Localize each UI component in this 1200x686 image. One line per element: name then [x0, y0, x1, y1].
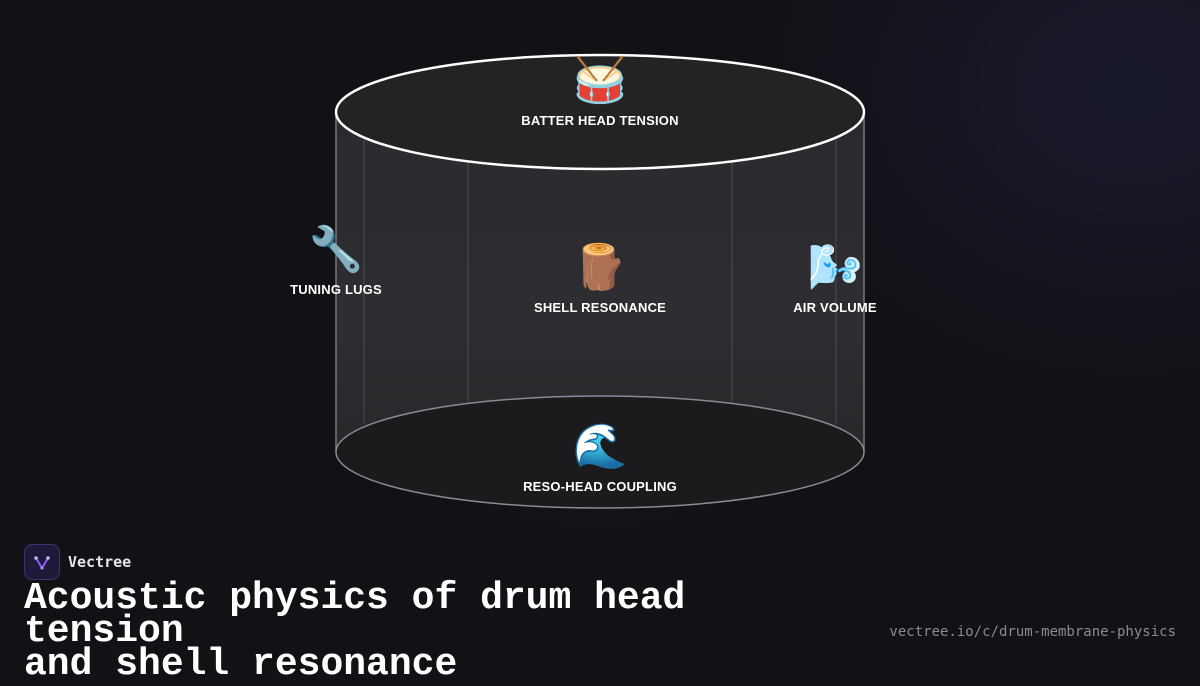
node-label: BATTER HEAD TENSION	[521, 113, 679, 128]
node-label: AIR VOLUME	[793, 300, 877, 315]
reso-head-ellipse	[335, 395, 865, 509]
node-label: TUNING LUGS	[290, 282, 382, 297]
title-line-2: and shell resonance	[24, 643, 458, 686]
node-label: RESO-HEAD COUPLING	[523, 479, 677, 494]
drum-icon: 🥁	[572, 56, 628, 105]
node-air-volume: 🌬️ AIR VOLUME	[725, 242, 945, 315]
wave-icon: 🌊	[572, 422, 628, 471]
title-line-1: Acoustic physics of drum head tension	[24, 577, 686, 653]
node-tuning-lugs: 🔧 TUNING LUGS	[226, 224, 446, 297]
brand: Vectree	[24, 544, 131, 580]
wood-log-icon: 🪵	[572, 243, 628, 292]
vectree-logo-icon	[24, 544, 60, 580]
node-batter-head-tension: 🥁 BATTER HEAD TENSION	[490, 55, 710, 128]
wind-icon: 🌬️	[807, 243, 863, 292]
batter-head-ellipse	[334, 53, 866, 171]
wrench-icon: 🔧	[308, 225, 364, 274]
node-label: SHELL RESONANCE	[533, 300, 667, 315]
node-shell-resonance: 🪵 SHELL RESONANCE	[490, 242, 710, 315]
page-title: Acoustic physics of drum head tension an…	[24, 580, 864, 684]
brand-name: Vectree	[68, 553, 132, 571]
node-reso-head-coupling: 🌊 RESO-HEAD COUPLING	[490, 421, 710, 494]
source-url: vectree.io/c/drum-membrane-physics	[889, 624, 1176, 640]
